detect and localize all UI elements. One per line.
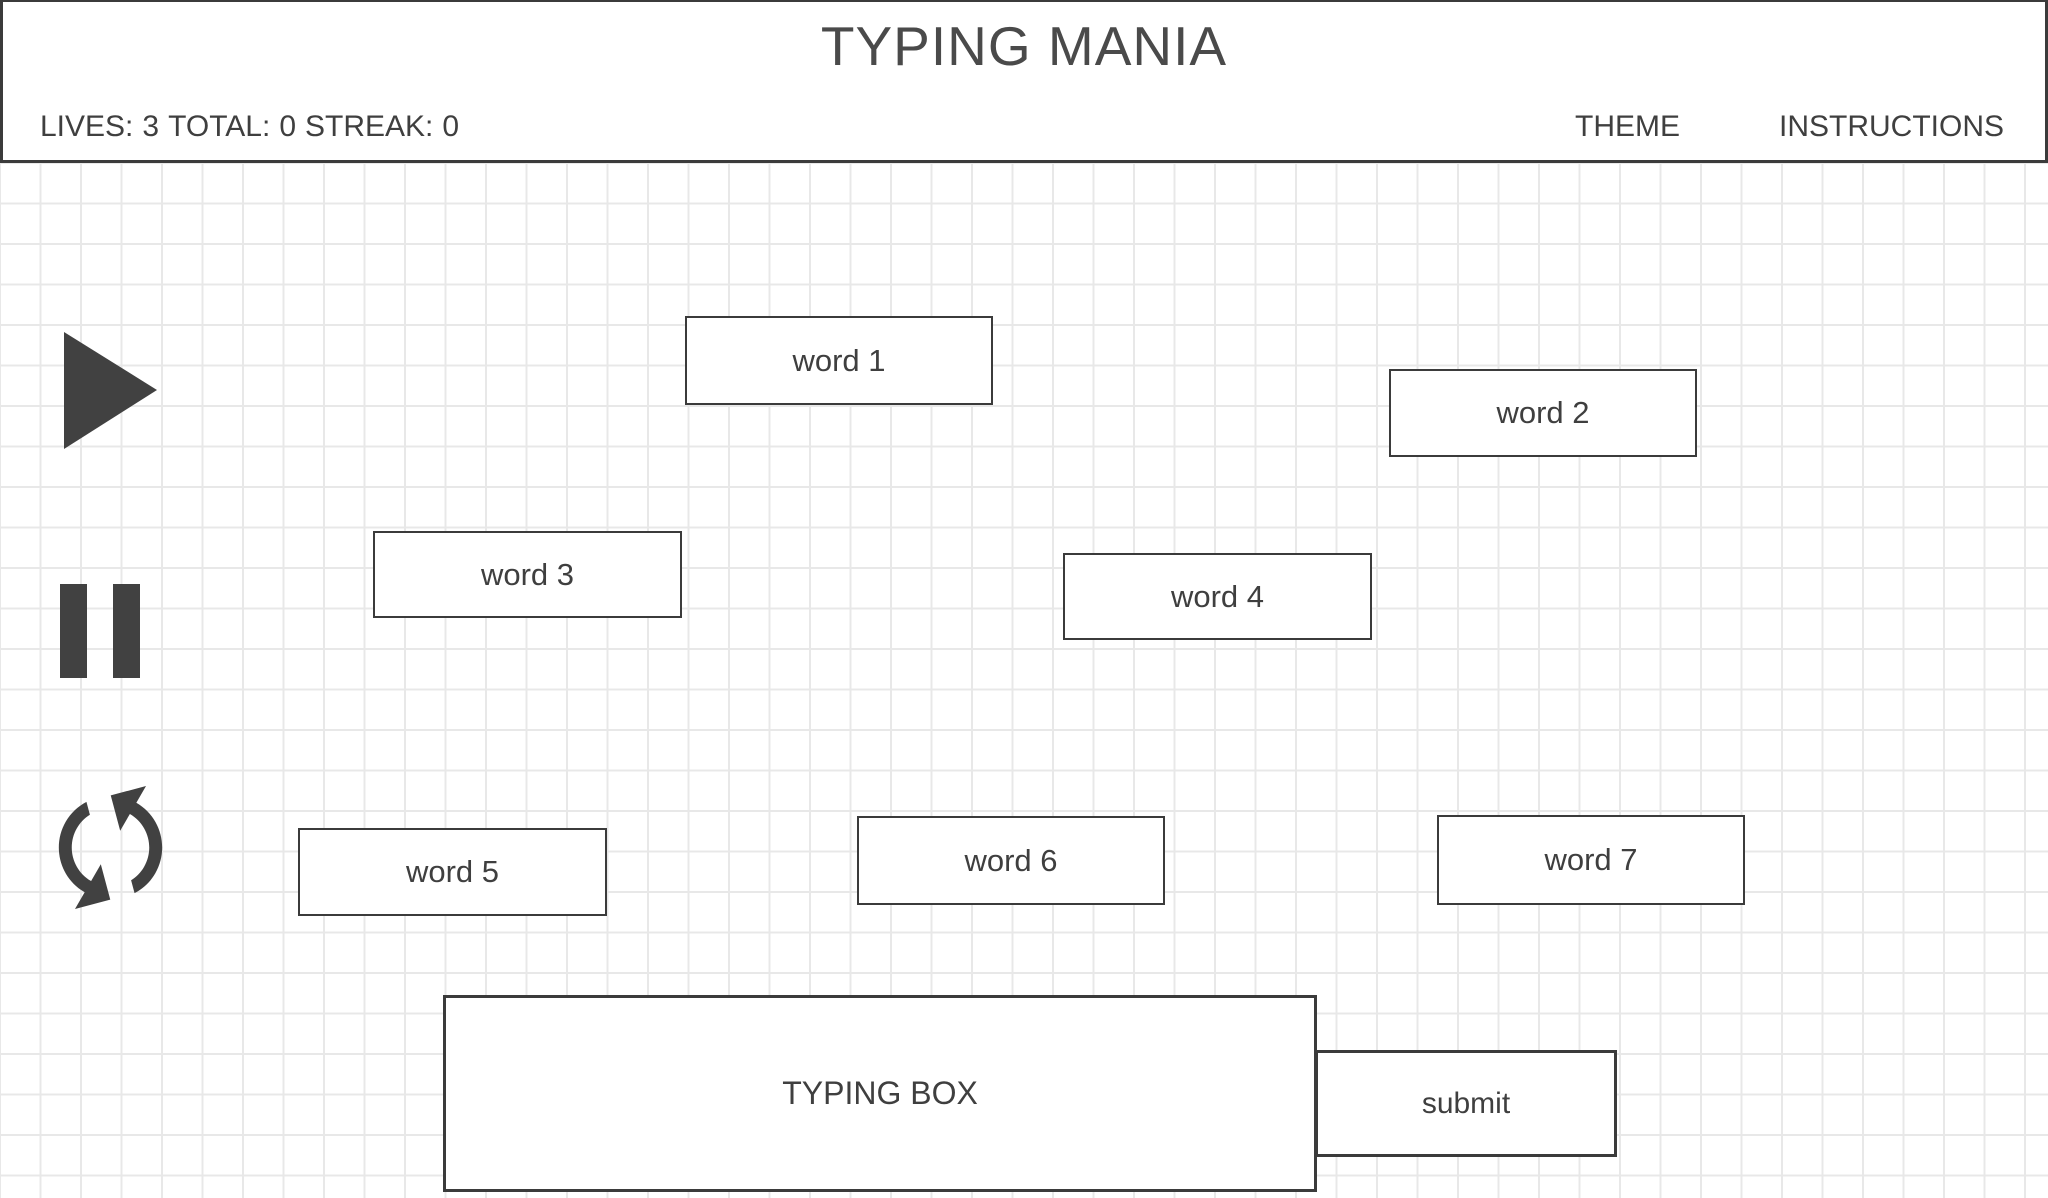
pause-icon <box>60 584 87 678</box>
typing-input[interactable]: TYPING BOX <box>443 995 1317 1192</box>
play-button[interactable] <box>64 332 160 452</box>
total-value: 0 <box>279 110 297 143</box>
lives-label: LIVES: <box>40 110 134 143</box>
header: TYPING MANIA LIVES: 3 TOTAL: 0 STREAK: 0… <box>0 0 2048 163</box>
lives-value: 3 <box>142 110 160 143</box>
score-stats: LIVES: 3 TOTAL: 0 STREAK: 0 <box>40 110 459 144</box>
page-title: TYPING MANIA <box>820 15 1228 77</box>
word-box: word 2 <box>1389 369 1697 457</box>
pause-icon <box>113 584 140 678</box>
word-box: word 1 <box>685 316 993 405</box>
instructions-button[interactable]: INSTRUCTIONS <box>1779 110 2004 143</box>
word-box: word 6 <box>857 816 1165 905</box>
total-label: TOTAL: <box>168 110 271 143</box>
header-nav: THEME INSTRUCTIONS <box>1575 110 2004 144</box>
theme-button[interactable]: THEME <box>1575 110 1680 143</box>
pause-button[interactable] <box>60 584 140 678</box>
restart-button[interactable] <box>33 770 188 928</box>
streak-value: 0 <box>442 110 460 143</box>
word-box: word 7 <box>1437 815 1745 905</box>
streak-label: STREAK: <box>305 110 434 143</box>
word-box: word 5 <box>298 828 607 916</box>
play-icon <box>64 332 160 455</box>
submit-button[interactable]: submit <box>1315 1050 1617 1157</box>
restart-icon <box>33 785 188 928</box>
word-box: word 3 <box>373 531 682 618</box>
word-box: word 4 <box>1063 553 1372 640</box>
